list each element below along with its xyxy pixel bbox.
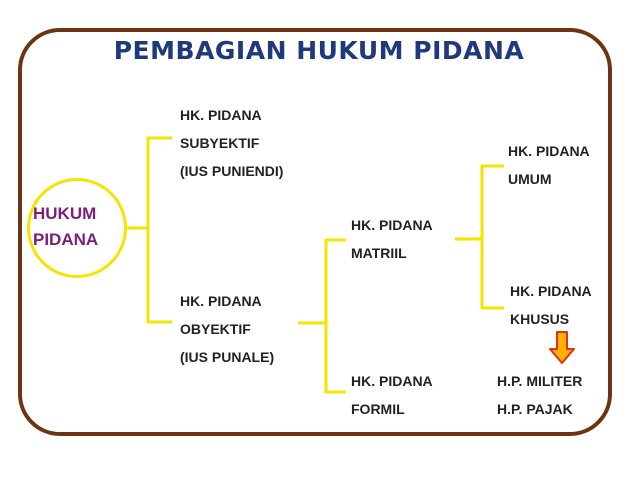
node-umum: HK. PIDANA UMUM [508,137,590,193]
node-line: SUBYEKTIF [180,135,260,151]
node-line: KHUSUS [510,311,570,327]
connector-bracket-1 [146,136,172,324]
node-line: H.P. PAJAK [497,401,573,417]
root-line: HUKUM [33,204,97,223]
down-arrow-icon [549,331,575,364]
node-line: H.P. MILITER [497,373,583,389]
node-line: HK. PIDANA [351,217,433,233]
node-line: HK. PIDANA [508,143,590,159]
node-formil: HK. PIDANA FORMIL [351,367,433,423]
node-obyektif: HK. PIDANA OBYEKTIF (IUS PUNALE) [180,287,274,371]
node-line: FORMIL [351,401,405,417]
node-line: (IUS PUNALE) [180,349,275,365]
diagram-title: PEMBAGIAN HUKUM PIDANA [113,36,525,65]
connector-bracket-2 [324,238,346,394]
root-label: HUKUM PIDANA [33,201,113,253]
node-line: HK. PIDANA [351,373,433,389]
node-line: HK. PIDANA [180,107,262,123]
node-line: OBYEKTIF [180,321,251,337]
node-line: UMUM [508,171,552,187]
node-khusus: HK. PIDANA KHUSUS [510,277,592,333]
connector-bracket-3 [480,164,504,310]
node-line: MATRIIL [351,245,407,261]
node-line: (IUS PUNIENDI) [180,163,284,179]
node-line: HK. PIDANA [510,283,592,299]
root-line: PIDANA [33,230,99,249]
node-khusus-examples: H.P. MILITER H.P. PAJAK [497,367,582,423]
node-subyektif: HK. PIDANA SUBYEKTIF (IUS PUNIENDI) [180,101,283,185]
node-line: HK. PIDANA [180,293,262,309]
root-circle [27,178,127,278]
node-matriil: HK. PIDANA MATRIIL [351,211,433,267]
